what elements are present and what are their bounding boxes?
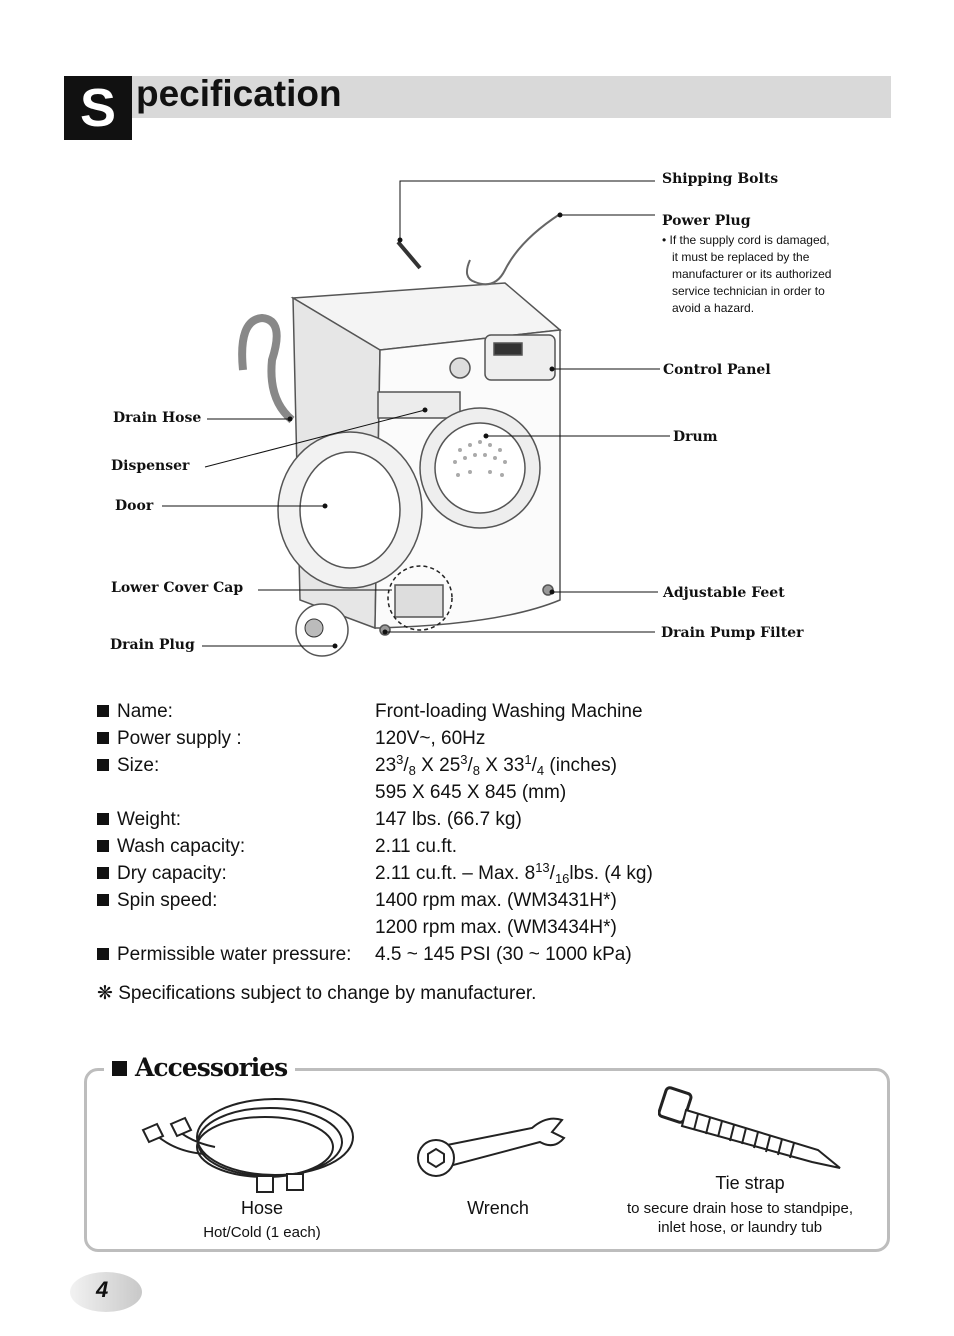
hose-sublabel: Hot/Cold (1 each) <box>203 1224 321 1241</box>
label-control-panel: Control Panel <box>663 362 771 378</box>
power-plug-note-4: service technician in order to <box>672 284 825 298</box>
label-drain-pump-filter: Drain Pump Filter <box>661 625 804 641</box>
power-cord-illustration <box>465 213 561 286</box>
bullet-square <box>97 867 109 879</box>
label-adjustable-feet: Adjustable Feet <box>662 585 785 601</box>
shipping-bolt-illustration <box>396 240 422 270</box>
bullet-square <box>97 813 109 825</box>
label-lower-cover-cap: Lower Cover Cap <box>111 580 243 596</box>
pump-filter-highlight <box>387 565 453 631</box>
tie-strap-illustration <box>658 1086 841 1169</box>
spec-footnote: ❋ Specifications subject to change by ma… <box>97 983 537 1004</box>
label-drain-hose: Drain Hose <box>113 410 201 426</box>
power-plug-note-2: it must be replaced by the <box>672 250 810 264</box>
bullet-square <box>97 894 109 906</box>
tie-strap-sublabel-2: inlet hose, or laundry tub <box>657 1219 823 1236</box>
hose-label: Hose <box>240 1198 284 1218</box>
label-drain-plug: Drain Plug <box>110 637 195 653</box>
bullet-square <box>97 948 109 960</box>
page-number: 4 <box>96 1277 109 1302</box>
label-drum: Drum <box>673 429 718 445</box>
label-power-plug: Power Plug <box>662 213 751 229</box>
tie-strap-sublabel-1: to secure drain hose to standpipe, <box>627 1200 853 1217</box>
power-plug-note-5: avoid a hazard. <box>672 301 754 315</box>
label-dispenser: Dispenser <box>111 458 190 474</box>
power-plug-note-3: manufacturer or its authorized <box>672 267 831 281</box>
power-plug-note-1: • If the supply cord is damaged, <box>662 233 830 247</box>
bullet-square <box>97 732 109 744</box>
title-bar <box>132 76 891 118</box>
washer-illustration <box>277 282 562 636</box>
accessories-title: Accessories <box>104 1048 296 1088</box>
accessories-box <box>84 1068 890 1252</box>
bullet-square <box>97 840 109 852</box>
label-door: Door <box>115 498 154 514</box>
washer-diagram: Shipping Bolts Power Plug • If the suppl… <box>110 171 831 657</box>
bullet-square <box>97 705 109 717</box>
drain-plug-cap <box>304 618 324 638</box>
label-shipping-bolts: Shipping Bolts <box>662 171 778 187</box>
page-number-badge <box>70 1272 142 1312</box>
wrench-label: Wrench <box>467 1198 529 1218</box>
drain-hose-illustration <box>238 313 295 424</box>
bullet-square <box>112 1061 127 1076</box>
title-initial: S <box>64 76 132 140</box>
page-title: pecification <box>136 73 342 114</box>
tie-strap-label: Tie strap <box>715 1173 785 1193</box>
wrench-illustration <box>417 1117 566 1177</box>
bullet-square <box>97 759 109 771</box>
hose-illustration <box>141 1098 354 1193</box>
